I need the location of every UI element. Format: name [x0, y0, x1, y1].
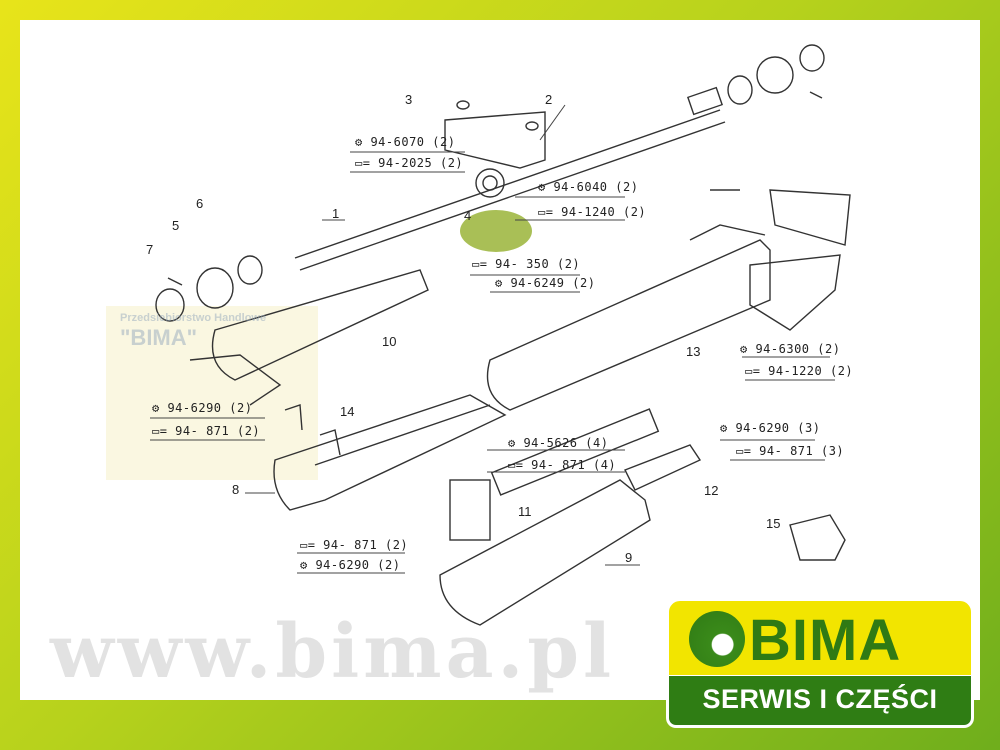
fastener-94-871-2b: ▭= 94- 871 (2) [300, 538, 409, 552]
plate-part-12 [624, 444, 702, 491]
parts-drawing [150, 44, 851, 626]
fastener-94-6290-2b: ⚙ 94-6290 (2) [300, 558, 401, 572]
part-label-15: 15 [766, 516, 781, 531]
bracket-part-2 [444, 100, 546, 198]
logo-top: BIMA [666, 598, 974, 678]
part-label-10: 10 [382, 334, 397, 349]
part-label-1: 1 [332, 206, 340, 221]
fastener-94-6040: ⚙ 94-6040 (2) [538, 180, 639, 194]
bima-logo: BIMA SERWIS I CZĘŚCI [666, 598, 974, 730]
watermark-url: www.bima.pl [50, 609, 616, 695]
guard-part-10 [189, 269, 429, 406]
logo-ball-icon [689, 611, 745, 667]
part-label-6: 6 [196, 196, 204, 211]
watermark-company: Przedsiebiorstwo Handlowe"BIMA" [120, 312, 267, 350]
part-label-8: 8 [232, 482, 240, 497]
diagram-panel: www.bima.pl Przedsiebiorstwo Handlowe"BI… [20, 20, 980, 700]
part-label-13: 13 [686, 344, 701, 359]
watermark-box [106, 306, 318, 480]
part-label-9: 9 [625, 550, 633, 565]
highlight-part-4 [460, 210, 532, 252]
guard-part-9 [439, 408, 660, 626]
fastener-94-871-3: ▭= 94- 871 (3) [736, 444, 845, 458]
part-label-3: 3 [405, 92, 413, 107]
fastener-94-6249: ⚙ 94-6249 (2) [495, 276, 596, 290]
fastener-94-2025: ▭= 94-2025 (2) [355, 156, 464, 170]
fastener-94-5626: ⚙ 94-5626 (4) [508, 436, 609, 450]
part-label-11: 11 [518, 504, 532, 519]
fastener-94-6290-3: ⚙ 94-6290 (3) [720, 421, 821, 435]
guard-part-13 [486, 189, 851, 411]
guard-part-8 [273, 394, 507, 511]
shaft-part-1 [294, 86, 726, 271]
fastener-94-1240: ▭= 94-1240 (2) [538, 205, 647, 219]
fastener-94-350: ▭= 94- 350 (2) [472, 257, 581, 271]
fastener-94-6300: ⚙ 94-6300 (2) [740, 342, 841, 356]
part-label-4: 4 [464, 208, 472, 223]
fastener-94-6290-2: ⚙ 94-6290 (2) [152, 401, 253, 415]
logo-name: BIMA [749, 608, 902, 673]
part-label-12: 12 [704, 483, 719, 498]
fastener-94-1220: ▭= 94-1220 (2) [745, 364, 854, 378]
spring-part-14 [284, 404, 341, 456]
logo-tagline: SERWIS I CZĘŚCI [702, 684, 938, 714]
fastener-94-871-2: ▭= 94- 871 (2) [152, 424, 261, 438]
leader-lines [150, 104, 835, 574]
coupling-parts [155, 44, 825, 322]
part-label-5: 5 [172, 218, 180, 233]
part-label-14: 14 [340, 404, 355, 419]
part-label-2: 2 [545, 92, 553, 107]
logo-bottom: SERWIS I CZĘŚCI [666, 676, 974, 728]
fastener-94-6070: ⚙ 94-6070 (2) [355, 135, 456, 149]
fastener-94-871-4: ▭= 94- 871 (4) [508, 458, 617, 472]
clip-part-15 [789, 514, 846, 561]
part-label-7: 7 [146, 242, 154, 257]
